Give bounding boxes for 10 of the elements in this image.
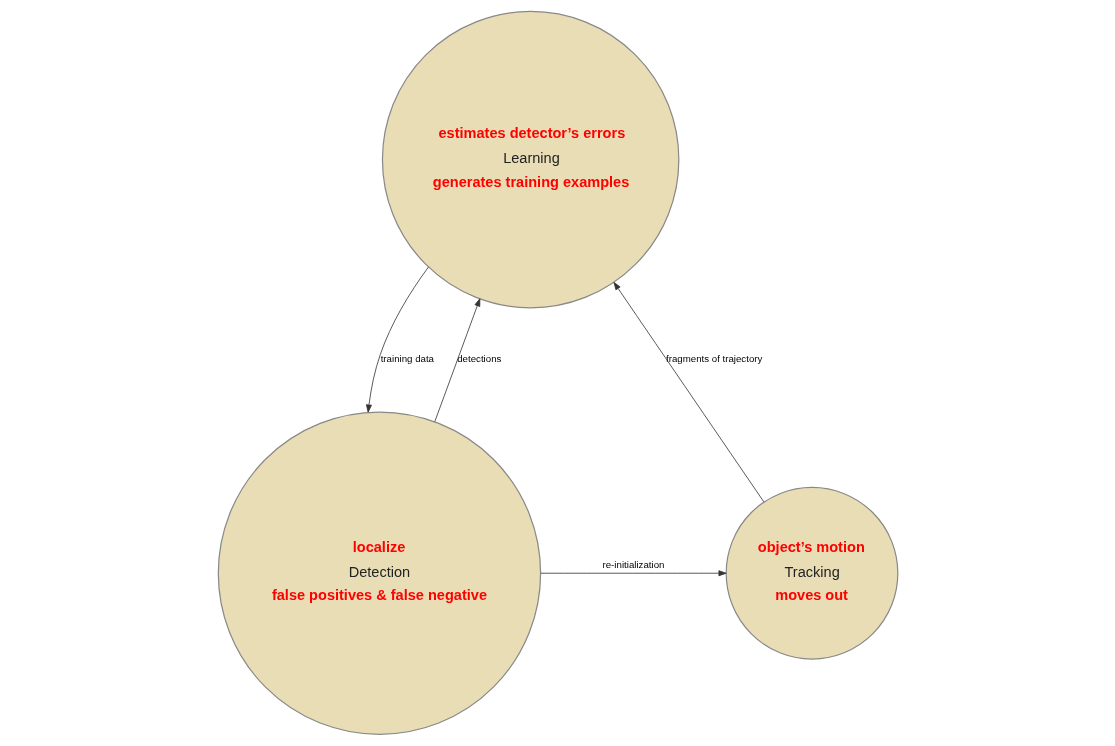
edge-label: fragments of trajectory (665, 353, 762, 365)
edge-label: detections (456, 353, 501, 365)
node-circle: localize Detection false positives & false negative (217, 411, 541, 735)
arrow (433, 298, 480, 423)
arrow (539, 570, 727, 577)
edge-label: re-initialization (602, 559, 664, 571)
edge-label: training data (380, 353, 434, 365)
arrow (613, 281, 764, 503)
arrow (365, 266, 429, 413)
node-circle: object’s motion Tracking moves out (725, 486, 898, 660)
